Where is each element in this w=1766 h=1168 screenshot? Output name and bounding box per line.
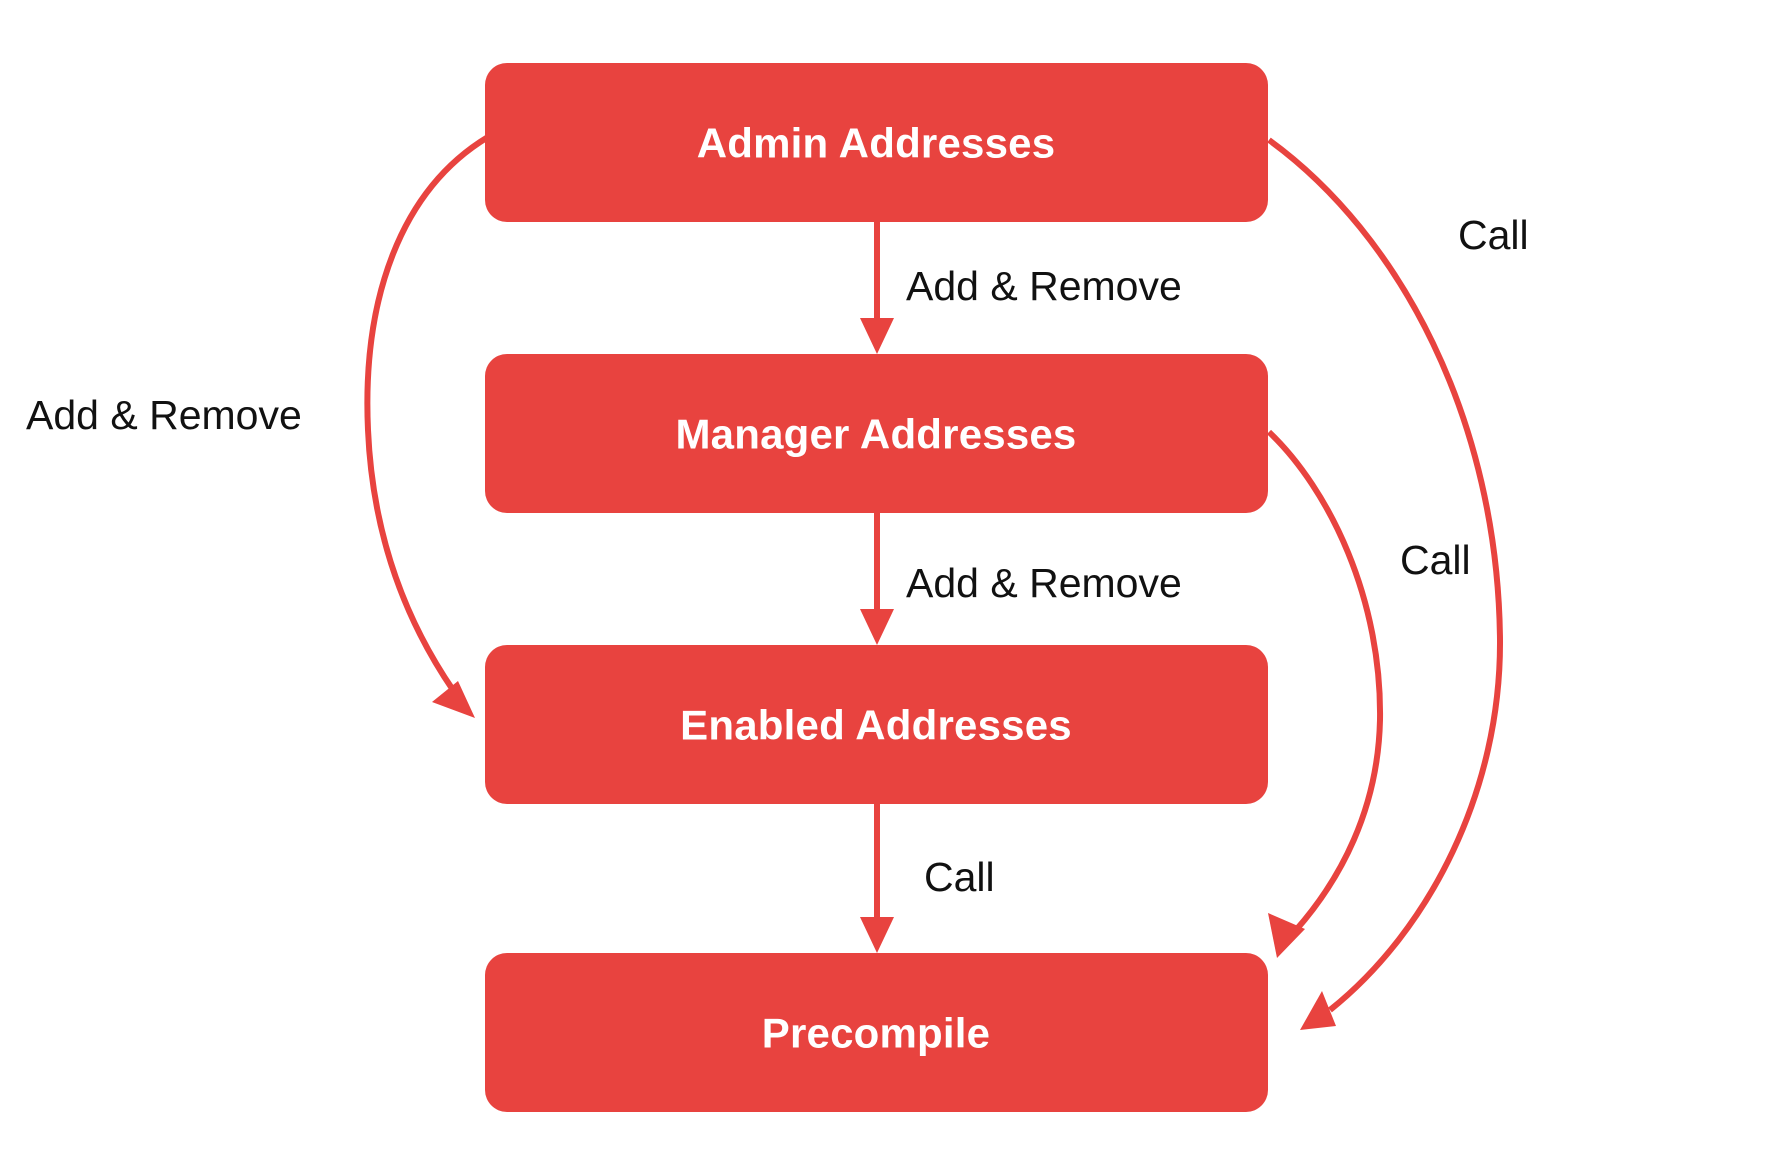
node-precompile[interactable]: Precompile [485,953,1268,1112]
edge-label-enabled-to-precompile: Call [924,854,995,900]
edge-admin-to-precompile-arrowhead [1300,991,1336,1030]
edge-admin-to-precompile-curve [1267,137,1504,1013]
node-enabled-addresses[interactable]: Enabled Addresses [485,645,1268,804]
node-precompile-label: Precompile [762,1010,990,1057]
edge-manager-to-precompile-arrowhead [1268,913,1305,958]
node-manager-addresses-box[interactable] [485,354,1268,513]
edge-manager-to-precompile [1266,429,1384,958]
edge-manager-to-enabled-arrowhead [860,609,894,645]
node-manager-addresses[interactable]: Manager Addresses [485,354,1268,513]
node-precompile-box[interactable] [485,953,1268,1112]
edge-admin-to-enabled-curve [364,134,490,692]
edge-enabled-to-precompile-arrowhead [860,917,894,953]
edge-label-admin-to-precompile: Call [1458,212,1529,258]
edge-label-manager-to-precompile: Call [1400,537,1471,583]
edge-label-admin-to-enabled: Add & Remove [26,392,302,438]
node-admin-addresses-label: Admin Addresses [697,120,1056,167]
node-enabled-addresses-label: Enabled Addresses [680,702,1072,749]
edge-label-manager-to-enabled: Add & Remove [906,560,1182,606]
node-admin-addresses[interactable]: Admin Addresses [485,63,1268,222]
edge-enabled-to-precompile [860,803,894,953]
edge-manager-to-enabled [860,513,894,645]
edge-admin-to-enabled-arrowhead [432,681,475,718]
node-enabled-addresses-box[interactable] [485,645,1268,804]
edge-label-admin-to-manager: Add & Remove [906,263,1182,309]
edge-admin-to-manager [860,222,894,354]
edge-admin-to-manager-arrowhead [860,318,894,354]
edge-admin-to-precompile [1267,137,1504,1030]
node-admin-addresses-box[interactable] [485,63,1268,222]
edge-manager-to-precompile-curve [1266,429,1384,932]
node-manager-addresses-label: Manager Addresses [675,411,1076,458]
edge-admin-to-enabled [364,134,490,718]
